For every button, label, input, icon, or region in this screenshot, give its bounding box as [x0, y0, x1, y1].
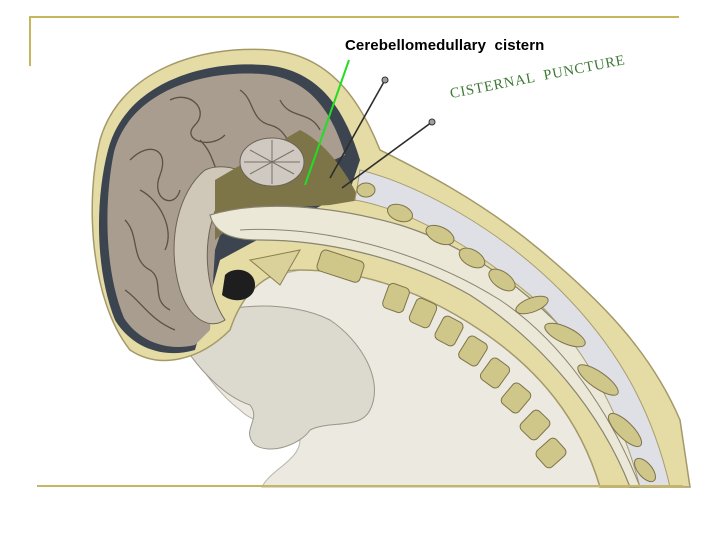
needle-2-hub: [428, 118, 436, 126]
needle-2: [341, 121, 433, 189]
pointer-line: [304, 59, 350, 186]
cistern-region: [215, 130, 360, 240]
cerebellum-folia: [244, 140, 300, 184]
needles: [329, 79, 433, 189]
vertebral-bodies: [316, 249, 567, 469]
frame-line-top: [29, 16, 679, 18]
sphenoid-sinus: [222, 269, 255, 301]
frame-line-bottom: [37, 485, 683, 487]
face: [174, 305, 375, 450]
frame-line-left: [29, 16, 31, 66]
needle-1: [329, 79, 386, 179]
cerebellomedullary-cistern-label: Cerebellomedullary cistern: [345, 37, 545, 54]
needle-1-hub: [381, 76, 389, 84]
spinous-processes: [356, 182, 656, 483]
spinal-cord: [209, 205, 661, 488]
